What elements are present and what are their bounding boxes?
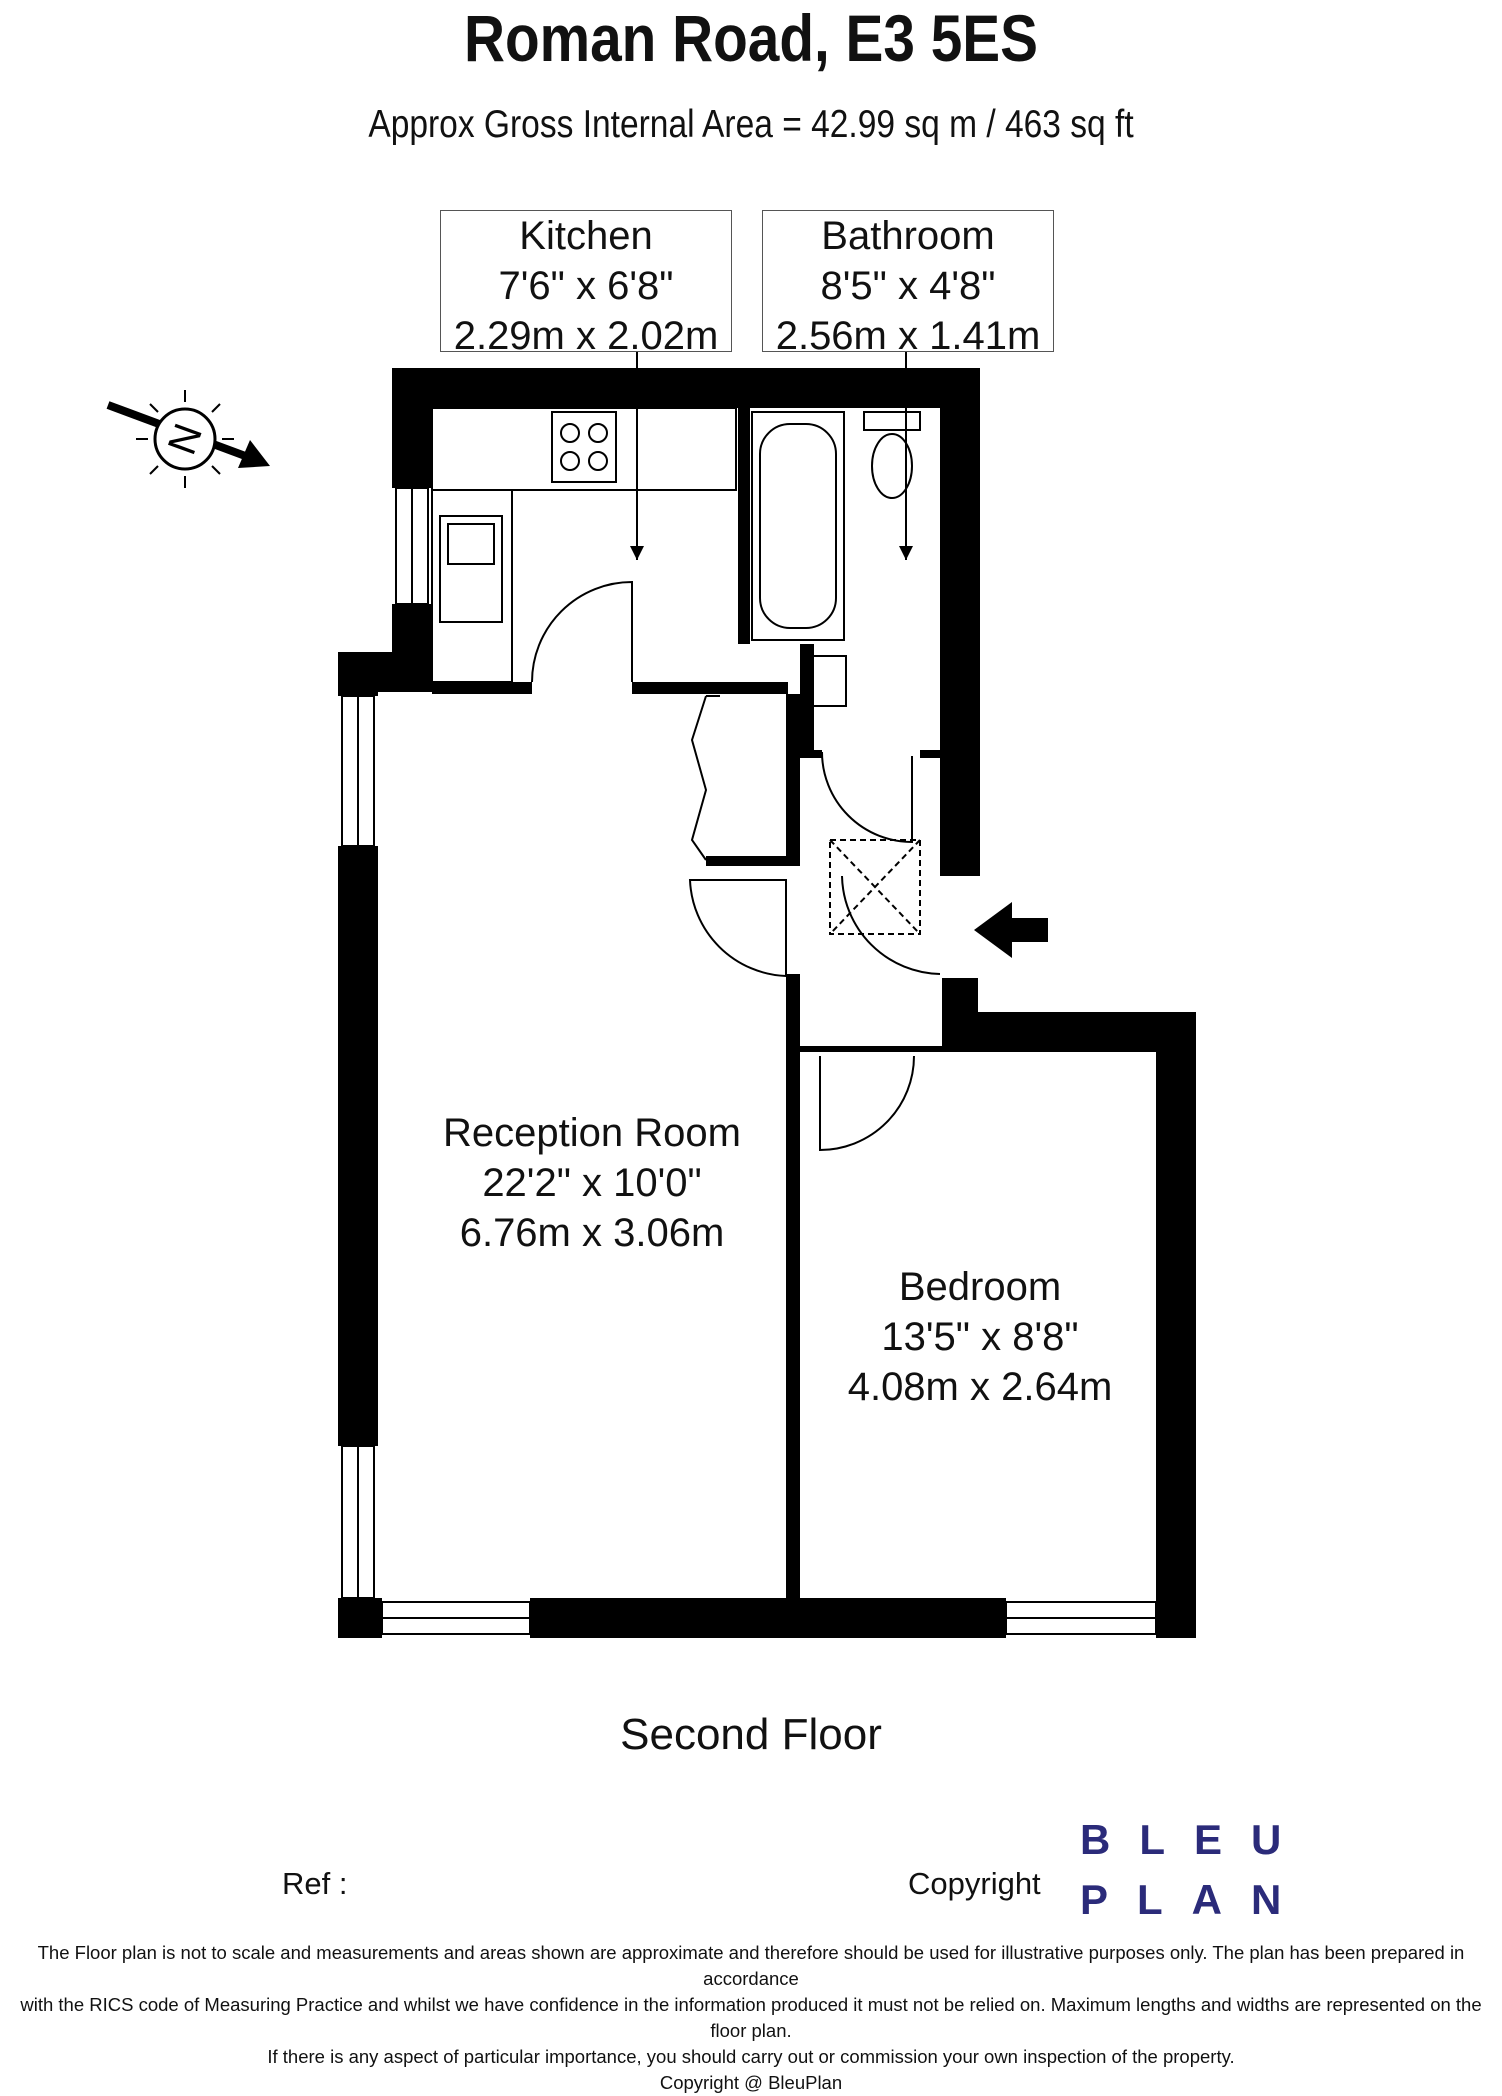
hall-doors: [688, 839, 941, 1152]
bathroom-imperial: 8'5" x 4'8": [820, 264, 996, 308]
bedroom-imperial: 13'5" x 8'8": [881, 1315, 1079, 1359]
kitchen-door-swing: [531, 580, 633, 683]
bleuplan-logo: BLEU PLAN: [1080, 1810, 1310, 1930]
bedroom-metric: 4.08m x 2.64m: [847, 1365, 1113, 1409]
gross-internal-area: Approx Gross Internal Area = 42.99 sq m …: [368, 103, 1134, 146]
page-title: Roman Road, E3 5ES: [463, 1, 1039, 75]
wall-kitchen-bottom-right: [632, 682, 788, 694]
wall-bedroom-corner: [942, 978, 978, 1052]
wall-left-middle: [338, 846, 378, 1446]
bedroom-name: Bedroom: [898, 1265, 1062, 1309]
cupboard-doors: [690, 695, 720, 861]
reception-metric: 6.76m x 3.06m: [459, 1211, 725, 1255]
wall-partition: [786, 974, 800, 1598]
toilet-cistern-icon: [863, 411, 921, 431]
compass-icon: N: [106, 390, 270, 488]
toilet-icon: [871, 433, 913, 499]
wall-bedroom-top-inner: [800, 1046, 942, 1052]
kitchen-name: Kitchen: [519, 214, 653, 258]
wall-kitchen-bottom-left: [432, 682, 532, 694]
wall-left-top: [338, 652, 378, 696]
wall-bath-left: [738, 408, 750, 644]
walls: [338, 368, 1196, 1638]
windows: [341, 487, 1157, 1635]
entrance-arrow-icon: [974, 902, 1048, 958]
wall-bath-bottom-left: [800, 750, 822, 758]
basin-icon: [805, 655, 847, 707]
kitchen-metric: 2.29m x 2.02m: [453, 314, 719, 358]
wall-bath-bottom-right: [920, 750, 940, 758]
logo-line-2: PLAN: [1080, 1876, 1311, 1923]
wall-bottom-left: [338, 1598, 382, 1638]
kitchen-leader-arrow: [630, 546, 644, 560]
cupboard-bifold: [690, 695, 708, 861]
wall-bedroom-right: [1156, 1012, 1196, 1638]
bath-icon: [751, 411, 845, 641]
hob-icon: [551, 411, 617, 483]
disclaimer-line-1: The Floor plan is not to scale and measu…: [37, 1942, 1465, 1989]
reception-name: Reception Room: [443, 1111, 741, 1155]
wall-cupboard-right: [786, 694, 800, 864]
kitchen-label: Kitchen 7'6" x 6'8" 2.29m x 2.02m: [440, 210, 732, 358]
bedroom-door-swing: [819, 1055, 915, 1152]
sink-icon: [439, 515, 503, 623]
reception-label: Reception Room 22'2" x 10'0" 6.76m x 3.0…: [392, 1108, 792, 1258]
bathroom-metric: 2.56m x 1.41m: [775, 314, 1041, 358]
wall-bedroom-top: [942, 1012, 1196, 1052]
wall-top: [392, 368, 980, 408]
bathroom-door-swing: [821, 751, 913, 844]
worktop-left: [431, 489, 513, 683]
ref-label: Ref :: [282, 1866, 348, 1901]
floor-name: Second Floor: [620, 1710, 882, 1759]
entrance-door-swing: [841, 875, 941, 975]
wall-bath-right: [940, 368, 980, 876]
disclaimer: The Floor plan is not to scale and measu…: [0, 1940, 1502, 2096]
bathroom-name: Bathroom: [821, 214, 995, 258]
disclaimer-line-4: Copyright @ BleuPlan: [659, 2072, 843, 2093]
kitchen-imperial: 7'6" x 6'8": [498, 264, 674, 308]
bathroom-fittings: [751, 411, 921, 844]
disclaimer-line-2: with the RICS code of Measuring Practice…: [20, 1994, 1482, 2041]
floor-plan: N: [106, 352, 1196, 1638]
worktop-top: [431, 407, 737, 491]
copyright-label: Copyright: [908, 1866, 1041, 1901]
bathroom-label: Bathroom 8'5" x 4'8" 2.56m x 1.41m: [762, 210, 1054, 358]
bathroom-leader-arrow: [899, 546, 913, 560]
reception-door-swing: [688, 879, 787, 978]
kitchen-fittings: [431, 407, 737, 683]
wall-bottom-middle: [530, 1598, 1006, 1638]
wall-kitchen-left-upper: [392, 368, 432, 488]
logo-line-1: BLEU: [1080, 1816, 1311, 1863]
ceiling-hatch: [829, 839, 921, 935]
reception-imperial: 22'2" x 10'0": [482, 1161, 702, 1205]
wall-cupboard-bottom: [706, 856, 800, 866]
bedroom-label: Bedroom 13'5" x 8'8" 4.08m x 2.64m: [800, 1262, 1160, 1412]
